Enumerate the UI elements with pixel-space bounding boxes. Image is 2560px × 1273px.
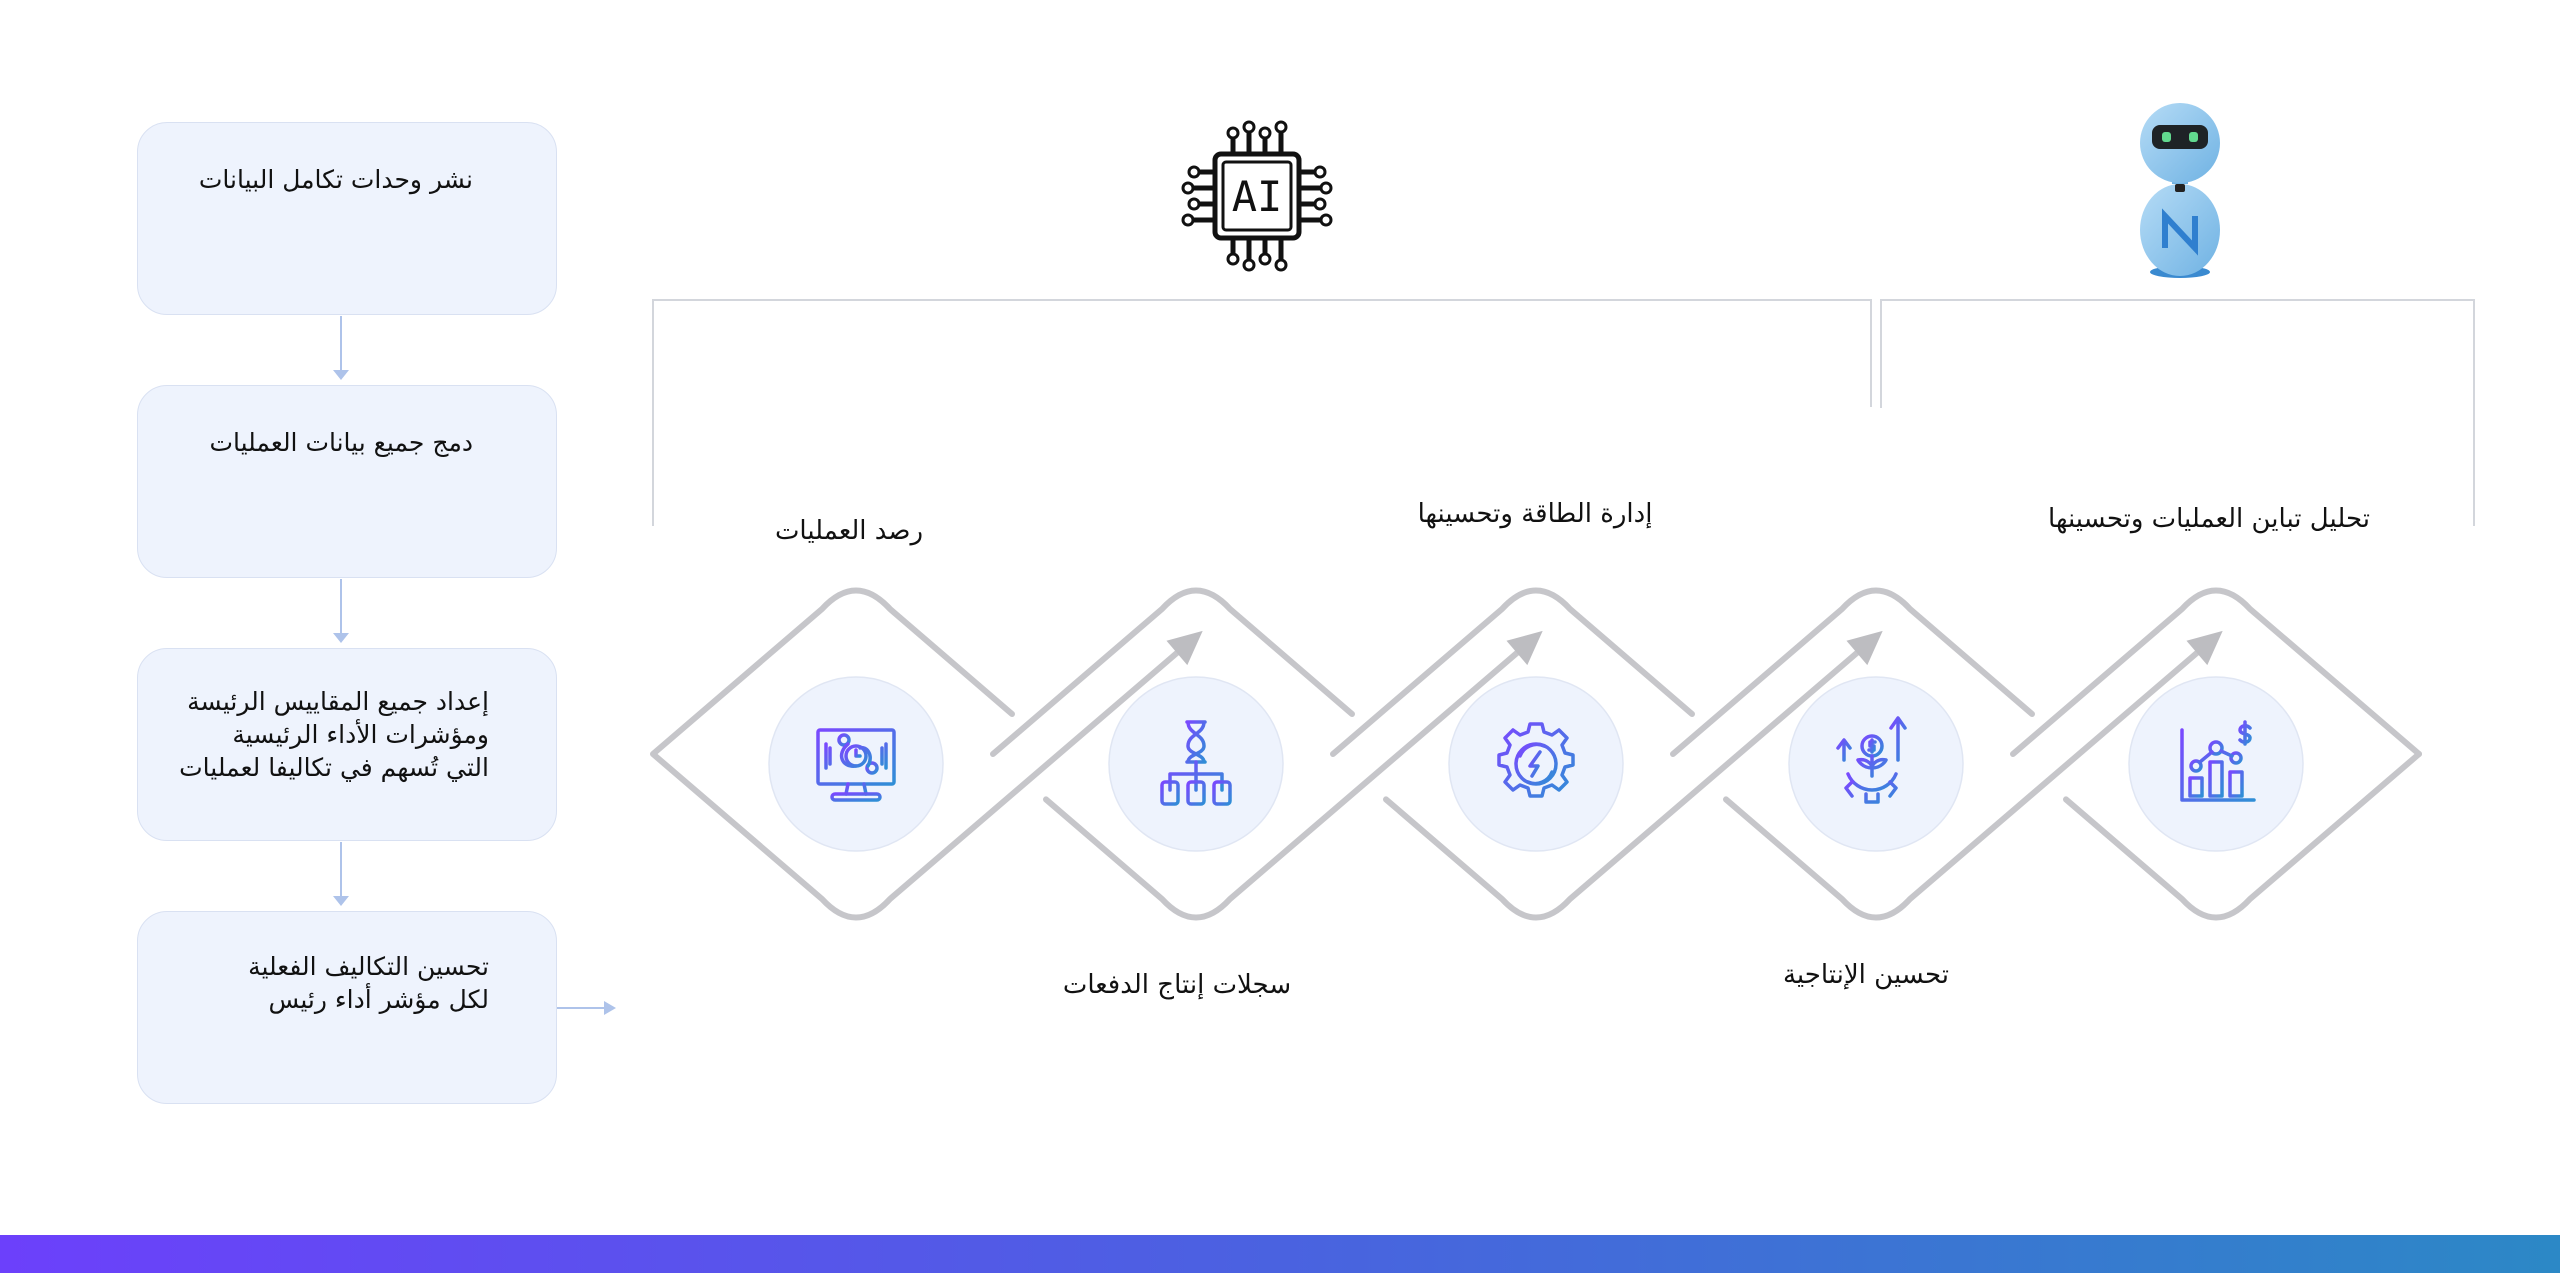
step-text: دمج جميع بيانات العمليات: [209, 428, 473, 457]
step-text: لكل مؤشر أداء رئيس: [268, 985, 489, 1014]
down-arrow: [333, 842, 349, 906]
bar-chart-dollar-icon: [2180, 720, 2256, 802]
zigzag-segment: [1723, 642, 2209, 921]
growth-gear-icon: [1836, 716, 1907, 804]
process-label: سجلات إنتاج الدفعات: [1062, 970, 1292, 1000]
dna-hierarchy-icon: [1160, 720, 1232, 806]
icon-circle: [1788, 676, 1964, 852]
down-arrow: [333, 579, 349, 643]
step-text: تحسين التكاليف الفعلية: [248, 952, 489, 981]
icon-circle: [1448, 676, 1624, 852]
process-step-2: [1108, 676, 1284, 852]
process-label: تحسين الإنتاجية: [1782, 960, 1950, 990]
step-box-2: دمج جميع بيانات العمليات: [137, 385, 557, 578]
process-label: تحليل تباين العمليات وتحسينها: [2048, 504, 2370, 534]
step-text: إعداد جميع المقاييس الرئيسة: [187, 687, 489, 716]
bottom-gradient-bar: [0, 1235, 2560, 1273]
right-arrow: [557, 1001, 616, 1015]
zigzag-segment: [1330, 587, 1695, 757]
step-box-3: إعداد جميع المقاييس الرئيسة ومؤشرات الأد…: [137, 648, 557, 841]
process-step-4: [1788, 676, 1964, 852]
ai-chip-icon: AI: [1181, 120, 1333, 272]
robot-mascot-icon: [2140, 103, 2220, 278]
step-box-4: تحسين التكاليف الفعلية لكل مؤشر أداء رئي…: [137, 911, 557, 1104]
zigzag-segment: [1043, 642, 1529, 921]
energy-gear-icon: [1497, 722, 1575, 798]
step-box-1: نشر وحدات تكامل البيانات: [137, 122, 557, 315]
process-step-1: [768, 676, 944, 852]
step-text: التي تُسهم في تكاليفا لعمليات: [179, 753, 489, 782]
zigzag-segment: [1383, 642, 1869, 921]
zigzag-path: [650, 587, 2422, 921]
icon-circle: [768, 676, 944, 852]
zigzag-segment: [2010, 587, 2422, 757]
arrowhead-icon: [1166, 630, 1203, 666]
ai-chip-text: AI: [1232, 172, 1283, 221]
ai-bracket: [652, 299, 1872, 526]
zigzag-segment: [990, 587, 1355, 757]
step-text: نشر وحدات تكامل البيانات: [198, 165, 473, 194]
robot-bracket: [1880, 299, 2475, 526]
icon-circle: [2128, 676, 2304, 852]
process-step-3: [1448, 676, 1624, 852]
down-arrow: [333, 316, 349, 380]
process-label: رصد العمليات: [774, 516, 924, 546]
monitor-analytics-icon: [816, 728, 896, 802]
step-text: ومؤشرات الأداء الرئيسية: [232, 720, 489, 749]
zigzag-segment: [650, 587, 1189, 921]
process-label: إدارة الطاقة وتحسينها: [1417, 499, 1653, 529]
arrowhead-icon: [2186, 630, 2223, 666]
zigzag-segment: [1670, 587, 2035, 757]
arrowhead-icon: [1506, 630, 1543, 666]
zigzag-segment: [2063, 751, 2422, 921]
arrowhead-icon: [1846, 630, 1883, 666]
process-step-5: [2128, 676, 2304, 852]
